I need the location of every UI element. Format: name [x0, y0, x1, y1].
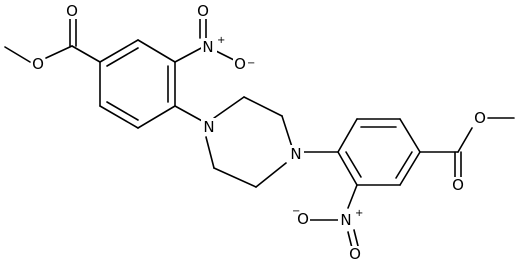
atom-layer: O O N + O O − N N O — [31, 2, 487, 263]
atom-label: O — [66, 2, 78, 20]
bond-diazepane — [205, 136, 215, 169]
atom-label: O — [197, 2, 209, 20]
atom-n-diazepane-left: N — [201, 118, 217, 136]
atom-label: N — [340, 211, 351, 229]
bond-ring-right — [337, 151, 358, 186]
atom-n-diazepane-right: N — [288, 145, 304, 163]
charge-plus: + — [217, 35, 225, 46]
bond-ring-left — [137, 105, 176, 129]
atom-o-carbonyl-right: O — [451, 176, 465, 194]
atom-label: N — [203, 118, 214, 136]
atom-o-plain-nitro-right: O — [348, 245, 362, 263]
bond-omethyl-carbonyl-left — [45, 45, 73, 59]
bond-ring-left — [137, 39, 176, 63]
atom-label: O — [234, 55, 246, 73]
bond-ring-nitro-left — [174, 45, 206, 63]
atom-label: O — [297, 210, 309, 228]
bond-ring-left — [99, 39, 139, 63]
atom-n-nitro-left: N + — [201, 35, 225, 56]
bond-ring-right — [399, 118, 421, 153]
atom-o-top-nitro-left: O — [196, 2, 210, 20]
atom-o-minus-nitro-right: − O — [290, 206, 310, 228]
bond-diazepane — [243, 96, 283, 117]
bond-ring-right-double — [345, 151, 362, 178]
bond-ring-right-double — [395, 151, 413, 179]
bond-diazepane — [281, 115, 293, 148]
bond-ring-nitro-right — [347, 184, 358, 209]
bond-carbonyl-omethyl-right — [457, 127, 473, 153]
atom-label: N — [202, 38, 213, 56]
bond-ring-right — [337, 118, 358, 153]
atom-o-methoxy-right: O — [473, 109, 487, 127]
atom-label: O — [32, 55, 44, 73]
bond-ring-right — [399, 151, 421, 186]
atom-n-nitro-right: N + — [338, 208, 363, 229]
bond-ring-left — [99, 105, 139, 129]
atom-label: O — [349, 245, 361, 263]
bond-ring-left-double — [106, 101, 139, 121]
atom-o-carbonyl-left: O — [65, 2, 79, 20]
bond-diazepane — [213, 167, 257, 188]
bond-diazepane — [213, 96, 245, 119]
bond-methyl-left — [4, 46, 31, 63]
charge-minus: − — [292, 206, 300, 217]
bond-nitro-o-plain-right-a — [347, 231, 353, 249]
bond-layer — [4, 17, 515, 249]
bond-ring-n-left — [174, 105, 205, 123]
bond-diazepane — [255, 162, 287, 188]
atom-label: N — [290, 145, 301, 163]
atom-label: O — [474, 109, 486, 127]
charge-plus: + — [355, 208, 363, 219]
bond-ring-left-double — [106, 47, 139, 67]
charge-minus: − — [247, 58, 255, 69]
atom-o-methoxy-left: O — [31, 55, 45, 73]
atom-label: O — [452, 176, 464, 194]
bond-carbonyl-ring-left — [71, 45, 101, 63]
bond-nitro-o-plain-right-b — [353, 229, 359, 247]
bond-nitro-o-minus-left — [213, 49, 235, 61]
atom-o-minus-nitro-left: O − — [233, 55, 255, 73]
